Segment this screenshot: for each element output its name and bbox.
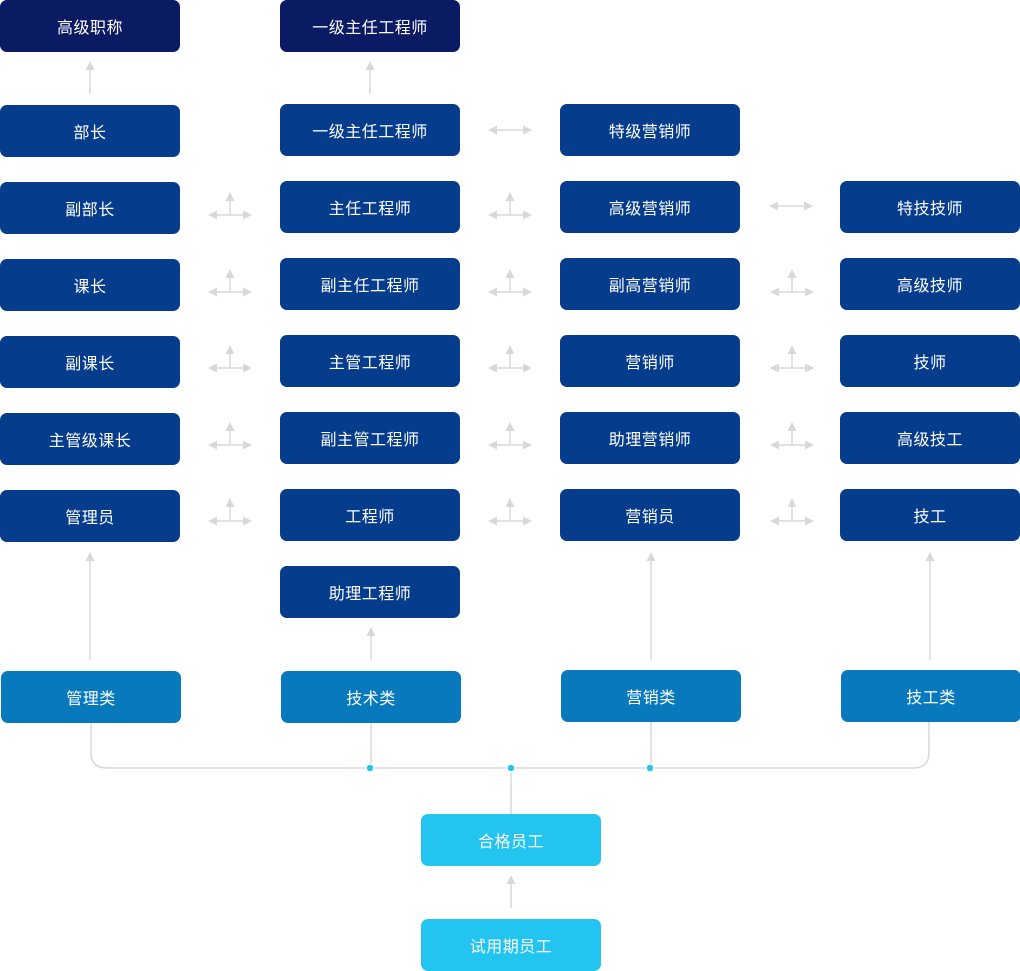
management-level-1[interactable]: 部长: [0, 105, 180, 157]
management-level-5[interactable]: 主管级课长: [0, 413, 180, 465]
technical-level-6[interactable]: 工程师: [280, 489, 460, 541]
qualified-employee-node[interactable]: 合格员工: [421, 814, 601, 866]
management-level-3[interactable]: 课长: [0, 259, 180, 311]
craft-level-4[interactable]: 高级技工: [840, 412, 1020, 464]
technical-level-2[interactable]: 主任工程师: [280, 181, 460, 233]
marketing-level-2[interactable]: 高级营销师: [560, 181, 740, 233]
probation-employee-node[interactable]: 试用期员工: [421, 919, 601, 971]
junction-dot-3: [645, 763, 655, 773]
management-level-2[interactable]: 副部长: [0, 182, 180, 234]
junction-dot-1: [365, 763, 375, 773]
marketing-level-3[interactable]: 副高营销师: [560, 258, 740, 310]
craft-level-5[interactable]: 技工: [840, 489, 1020, 541]
marketing-level-4[interactable]: 营销师: [560, 335, 740, 387]
technical-level-4[interactable]: 主管工程师: [280, 335, 460, 387]
marketing-level-1[interactable]: 特级营销师: [560, 104, 740, 156]
management-level-6[interactable]: 管理员: [0, 490, 180, 542]
craft-level-3[interactable]: 技师: [840, 335, 1020, 387]
junction-dot-2: [506, 763, 516, 773]
marketing-level-6[interactable]: 营销员: [560, 489, 740, 541]
marketing-level-5[interactable]: 助理营销师: [560, 412, 740, 464]
management-level-4[interactable]: 副课长: [0, 336, 180, 388]
bottom-bus-line: [90, 722, 930, 769]
technical-level-1[interactable]: 一级主任工程师: [280, 104, 460, 156]
craft-category-node[interactable]: 技工类: [841, 670, 1020, 722]
management-category-node[interactable]: 管理类: [1, 671, 181, 723]
technical-category-node[interactable]: 技术类: [281, 671, 461, 723]
craft-level-1[interactable]: 特技技师: [840, 181, 1020, 233]
technical-top-node[interactable]: 一级主任工程师: [280, 0, 460, 52]
technical-level-3[interactable]: 副主任工程师: [280, 258, 460, 310]
management-top-node[interactable]: 高级职称: [0, 0, 180, 52]
technical-level-7[interactable]: 助理工程师: [280, 566, 460, 618]
technical-level-5[interactable]: 副主管工程师: [280, 412, 460, 464]
marketing-category-node[interactable]: 营销类: [561, 670, 741, 722]
craft-level-2[interactable]: 高级技师: [840, 258, 1020, 310]
